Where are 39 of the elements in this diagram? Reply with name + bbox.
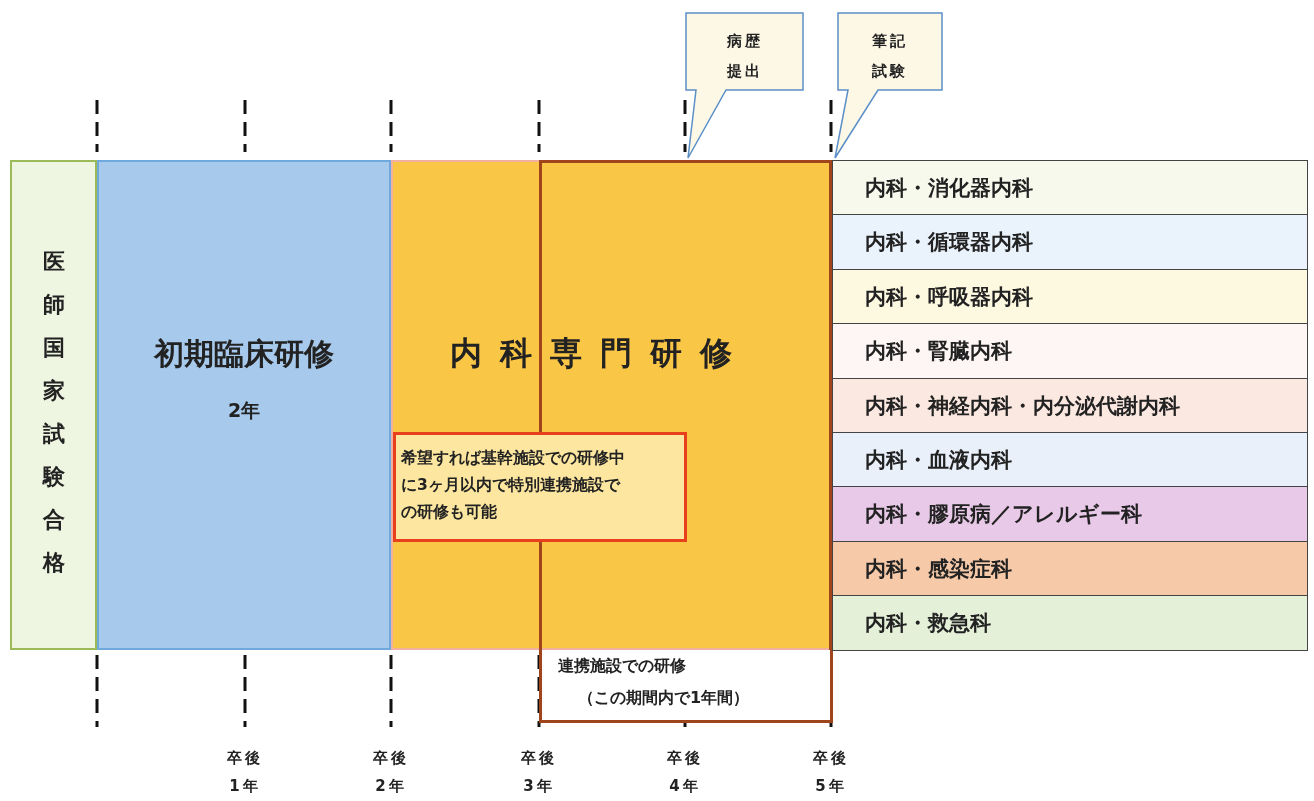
specialty-row — [832, 486, 1308, 542]
period-box — [539, 650, 833, 723]
specialty-row — [832, 160, 1308, 216]
year-label: 卒後 3年 — [520, 748, 558, 797]
year-label: 卒後 4年 — [666, 748, 704, 797]
row-text: 内科・消化器内科 — [865, 175, 1033, 202]
note-box — [393, 432, 687, 542]
band — [391, 160, 832, 650]
specialty-row — [832, 540, 1308, 597]
callout-bubble — [834, 12, 944, 160]
row-text: 内科・循環器内科 — [865, 229, 1033, 257]
callout-text: 病歴提出 — [725, 31, 764, 82]
label-text: （この期間内で1年間） — [578, 688, 750, 709]
row-text: 内科・呼吸器内科 — [865, 283, 1033, 311]
specialty-row — [832, 377, 1308, 433]
band-title: 内科専門研修 — [450, 333, 750, 374]
row-text: 内科・救急科 — [865, 610, 991, 638]
specialty-row — [832, 323, 1308, 379]
row-text: 内科・腎臓内科 — [865, 338, 1012, 366]
label-text: 2年 — [226, 398, 262, 423]
year-label: 卒後 2年 — [372, 748, 410, 797]
label-text: 連携施設での研修 — [558, 656, 686, 677]
year-label: 卒後 5年 — [812, 748, 850, 797]
vertical-text: 医師国家試験合格 — [43, 248, 66, 577]
row-text: 内科・感染症科 — [865, 555, 1012, 583]
row-text: 内科・血液内科 — [865, 447, 1012, 474]
band-title: 初期臨床研修 — [152, 335, 335, 373]
specialty-row — [832, 214, 1308, 270]
note-text: 希望すれば基幹施設での研修中に3ヶ月以内で特別連携施設での研修も可能 — [401, 448, 626, 523]
band — [10, 160, 97, 650]
row-text: 内科・膠原病／アレルギー科 — [865, 501, 1142, 529]
row-text: 内科・神経内科・内分泌代謝内科 — [865, 392, 1180, 420]
specialty-row — [832, 432, 1308, 488]
callout-bubble — [685, 12, 805, 160]
callout-text: 筆記試験 — [871, 31, 909, 82]
specialty-row — [832, 268, 1308, 325]
year-label: 卒後 1年 — [226, 748, 264, 797]
specialty-row — [832, 595, 1308, 651]
band — [97, 160, 391, 650]
